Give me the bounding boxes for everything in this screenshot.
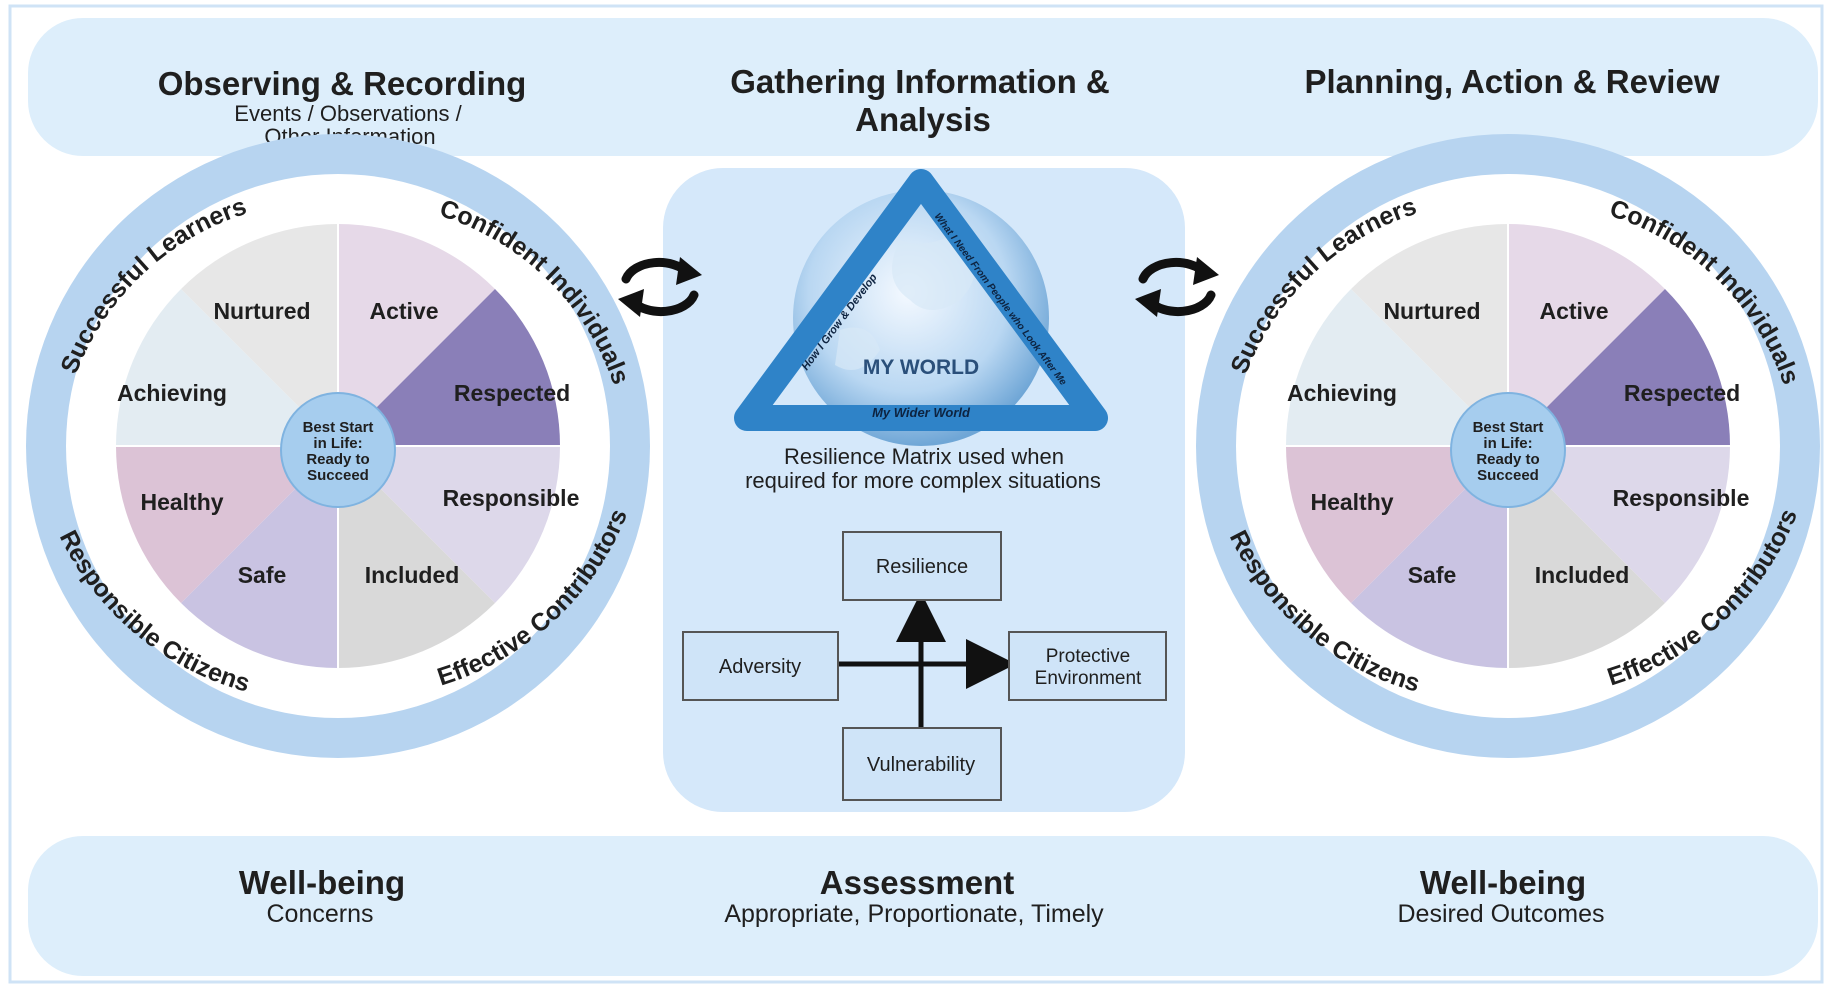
protective-label-line1: Protective: [1046, 646, 1130, 667]
segment-respected-left: [338, 289, 560, 446]
matrix-caption-line1: Resilience Matrix used when: [784, 444, 1064, 469]
segment-nurtured-right: [1351, 224, 1508, 446]
my-world-triangle: MY WORLD My Wider World How I Grow & Dev…: [734, 169, 1108, 446]
label-respected-left: Respected: [454, 380, 570, 406]
left-hub-line1: Best Start: [303, 419, 374, 436]
label-nurtured-left: Nurtured: [213, 298, 310, 324]
segment-nurtured-left: [181, 224, 338, 446]
gathering-title-line1: Gathering Information &: [730, 63, 1110, 100]
segment-healthy-left: [115, 446, 338, 603]
left-hub-line4: Succeed: [307, 467, 369, 484]
label-respected-right: Respected: [1624, 380, 1740, 406]
assessment-title: Assessment: [820, 864, 1014, 901]
cycle-arrows-icon-left: [618, 257, 702, 317]
right-hub-line2: in Life:: [1483, 435, 1532, 452]
resilience-matrix: Resilience Adversity Protective Environm…: [682, 531, 1167, 801]
assessment-sub: Appropriate, Proportionate, Timely: [724, 900, 1104, 928]
observing-recording-sub1: Events / Observations /: [234, 101, 462, 126]
cycle-arrows-icon-right: [1135, 257, 1219, 317]
wellbeing-outcomes-sub: Desired Outcomes: [1397, 900, 1604, 928]
segment-active-right: [1508, 224, 1665, 446]
label-healthy-left: Healthy: [140, 489, 223, 515]
planning-title: Planning, Action & Review: [1305, 63, 1720, 100]
segment-responsible-left: [338, 446, 560, 603]
top-band: [28, 18, 1818, 156]
outer-frame: [8, 4, 1824, 984]
segment-safe-right: [1351, 446, 1508, 668]
protective-label-line2: Environment: [1035, 668, 1142, 689]
left-wheel-hub: [280, 392, 396, 508]
right-hub-line3: Ready to: [1476, 451, 1539, 468]
left-wheel: Best Start in Life: Ready to Succeed Nur…: [26, 134, 650, 758]
segment-achieving-left: [116, 289, 338, 446]
left-hub-line2: in Life:: [313, 435, 362, 452]
segment-active-left: [338, 224, 495, 446]
adversity-label: Adversity: [719, 656, 801, 678]
segment-safe-left: [181, 446, 338, 668]
resilience-box: [842, 531, 1002, 601]
right-hub-line4: Succeed: [1477, 467, 1539, 484]
label-safe-right: Safe: [1408, 562, 1457, 588]
vulnerability-label: Vulnerability: [867, 754, 975, 776]
segment-respected-right: [1508, 289, 1731, 446]
protective-environment-box: [1008, 631, 1167, 701]
label-achieving-right: Achieving: [1287, 380, 1397, 406]
label-safe-left: Safe: [238, 562, 287, 588]
label-active-right: Active: [1539, 298, 1608, 324]
segment-included-right: [1508, 446, 1665, 668]
triangle-frame: [734, 169, 1108, 431]
label-included-left: Included: [365, 562, 460, 588]
left-hub-line3: Ready to: [306, 451, 369, 468]
right-wheel-hub: [1450, 392, 1566, 508]
bottom-band: [28, 836, 1818, 976]
adversity-box: [682, 631, 839, 701]
wellbeing-concerns-title: Well-being: [239, 864, 405, 901]
label-included-right: Included: [1535, 562, 1630, 588]
vulnerability-box: [842, 727, 1002, 801]
matrix-caption-line2: required for more complex situations: [745, 468, 1101, 493]
segment-included-left: [338, 446, 495, 668]
observing-recording-title: Observing & Recording: [158, 65, 527, 102]
label-achieving-left: Achieving: [117, 380, 227, 406]
wellbeing-concerns-sub: Concerns: [267, 900, 374, 928]
label-active-left: Active: [369, 298, 438, 324]
label-responsible-left: Responsible: [443, 485, 580, 511]
segment-healthy-right: [1286, 446, 1508, 603]
gathering-title-line2: Analysis: [855, 101, 991, 138]
my-world-label: MY WORLD: [863, 356, 979, 379]
my-wider-world-label: My Wider World: [872, 405, 971, 420]
label-responsible-right: Responsible: [1613, 485, 1750, 511]
segment-responsible-right: [1508, 446, 1730, 603]
right-wheel: Best Start in Life: Ready to Succeed Nur…: [1196, 134, 1820, 758]
resilience-label: Resilience: [876, 556, 968, 578]
right-hub-line1: Best Start: [1473, 419, 1544, 436]
segment-achieving-right: [1286, 289, 1508, 446]
label-healthy-right: Healthy: [1310, 489, 1393, 515]
wellbeing-outcomes-title: Well-being: [1420, 864, 1586, 901]
label-nurtured-right: Nurtured: [1383, 298, 1480, 324]
